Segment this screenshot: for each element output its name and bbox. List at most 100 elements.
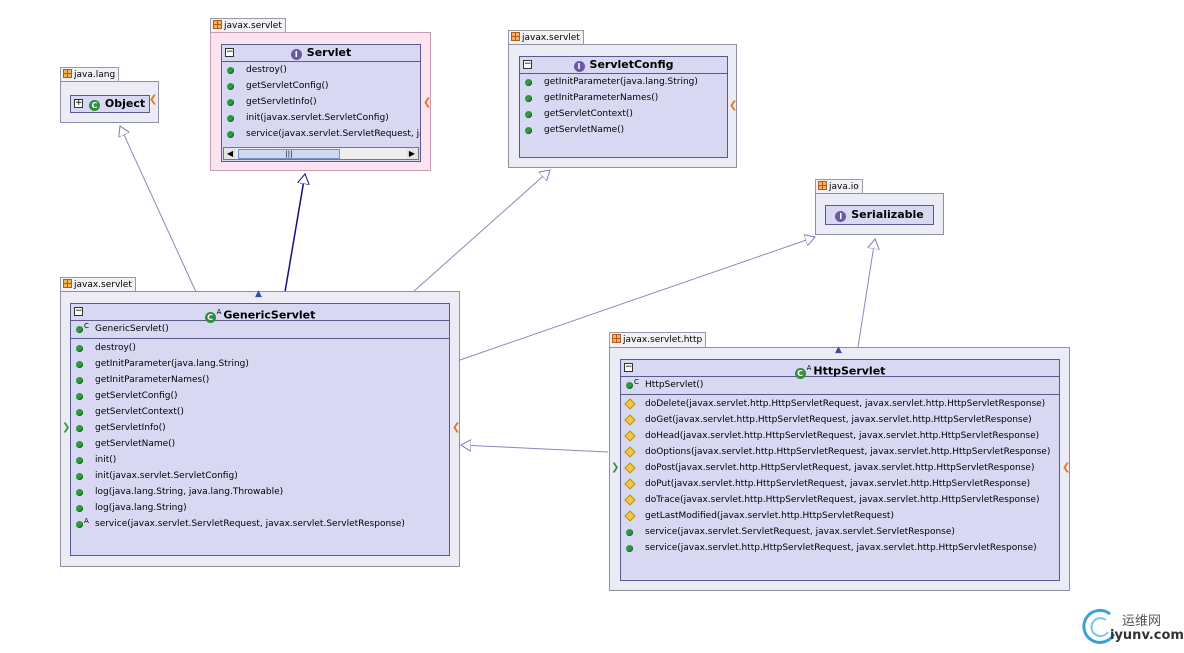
method-item[interactable]: destroy(): [222, 62, 420, 78]
method-item[interactable]: getInitParameter(java.lang.String): [71, 356, 449, 372]
collapse-toggle[interactable]: −: [624, 362, 633, 372]
section-divider: [621, 394, 1059, 395]
public-method-icon: [76, 409, 83, 416]
scroll-right-icon[interactable]: ▶: [406, 148, 418, 159]
method-item[interactable]: getServletName(): [71, 436, 449, 452]
method-item[interactable]: doTrace(javax.servlet.http.HttpServletRe…: [621, 492, 1059, 508]
method-item[interactable]: getInitParameterNames(): [71, 372, 449, 388]
generic-to-object-edge: [120, 126, 197, 293]
method-item[interactable]: getServletName(): [520, 122, 727, 138]
public-method-icon: [76, 393, 83, 400]
class-object[interactable]: + C Object: [70, 95, 150, 113]
public-method-icon: [76, 326, 83, 333]
interface-name: Servlet: [306, 46, 352, 59]
member-list: destroy() getServletConfig() getServletI…: [222, 62, 420, 142]
package-icon: [63, 279, 72, 288]
collapse-toggle[interactable]: −: [523, 59, 532, 69]
package-label: javax.servlet: [522, 33, 580, 43]
interface-name: Serializable: [851, 208, 924, 221]
package-tab[interactable]: javax.servlet: [210, 18, 286, 33]
method-item[interactable]: doDelete(javax.servlet.http.HttpServletR…: [621, 396, 1059, 412]
method-item[interactable]: getInitParameter(java.lang.String): [520, 74, 727, 90]
method-item[interactable]: service(javax.servlet.ServletRequest, ja…: [621, 524, 1059, 540]
method-item[interactable]: doGet(javax.servlet.http.HttpServletRequ…: [621, 412, 1059, 428]
http-to-serializable-edge: [857, 239, 875, 348]
method-item[interactable]: doPost(javax.servlet.http.HttpServletReq…: [621, 460, 1059, 476]
public-method-icon: [626, 382, 633, 389]
public-method-icon: [76, 505, 83, 512]
expand-toggle[interactable]: +: [74, 98, 83, 108]
package-icon: [612, 334, 621, 343]
method-item[interactable]: init(javax.servlet.ServletConfig): [71, 468, 449, 484]
collapse-toggle[interactable]: −: [74, 306, 83, 316]
method-item[interactable]: doHead(javax.servlet.http.HttpServletReq…: [621, 428, 1059, 444]
method-item[interactable]: doOptions(javax.servlet.http.HttpServlet…: [621, 444, 1059, 460]
public-method-icon: [76, 473, 83, 480]
package-label: javax.servlet: [74, 280, 132, 290]
method-item[interactable]: getServletConfig(): [222, 78, 420, 94]
method-item[interactable]: doPut(javax.servlet.http.HttpServletRequ…: [621, 476, 1059, 492]
method-item[interactable]: getLastModified(javax.servlet.http.HttpS…: [621, 508, 1059, 524]
scroll-thumb[interactable]: |||: [238, 149, 340, 159]
public-method-icon: [626, 529, 633, 536]
method-item[interactable]: service(javax.servlet.ServletRequest, ja…: [222, 126, 420, 142]
class-name: Object: [104, 97, 146, 110]
public-method-icon: [76, 457, 83, 464]
method-item[interactable]: destroy(): [71, 340, 449, 356]
public-method-icon: [525, 95, 532, 102]
method-item[interactable]: init(javax.servlet.ServletConfig): [222, 110, 420, 126]
scroll-left-icon[interactable]: ◀: [224, 148, 236, 159]
watermark: 运维网 iyunv.com: [1080, 606, 1184, 646]
protected-method-icon: [624, 430, 636, 442]
public-method-icon: [76, 345, 83, 352]
method-item[interactable]: init(): [71, 452, 449, 468]
expand-left-icon[interactable]: ❯: [611, 462, 620, 473]
method-item[interactable]: log(java.lang.String, java.lang.Throwabl…: [71, 484, 449, 500]
expand-left-icon[interactable]: ❯: [62, 422, 71, 433]
package-tab[interactable]: java.lang: [60, 67, 120, 82]
package-tab[interactable]: java.io: [815, 179, 863, 194]
method-item[interactable]: getServletInfo(): [222, 94, 420, 110]
protected-method-icon: [624, 414, 636, 426]
public-method-icon: [626, 545, 633, 552]
method-item[interactable]: getServletContext(): [520, 106, 727, 122]
collapsed-indicator-icon: ❮: [452, 422, 461, 433]
protected-method-icon: [624, 462, 636, 474]
package-icon: [818, 181, 827, 190]
public-method-icon: [76, 489, 83, 496]
package-tab[interactable]: javax.servlet: [508, 30, 584, 45]
package-label: java.lang: [74, 70, 116, 80]
method-item[interactable]: getServletConfig(): [71, 388, 449, 404]
collapse-toggle[interactable]: −: [225, 47, 234, 57]
public-method-icon: [76, 441, 83, 448]
package-tab[interactable]: javax.servlet.http: [609, 332, 707, 347]
method-item[interactable]: getInitParameterNames(): [520, 90, 727, 106]
package-tab[interactable]: javax.servlet: [60, 277, 136, 292]
generic-to-servlet-edge: [284, 174, 305, 293]
package-icon: [213, 20, 222, 29]
protected-method-icon: [624, 398, 636, 410]
method-item[interactable]: getServletInfo(): [71, 420, 449, 436]
public-method-icon: [227, 83, 234, 90]
horizontal-scrollbar[interactable]: ◀ ||| ▶: [223, 147, 419, 160]
method-item[interactable]: service(javax.servlet.http.HttpServletRe…: [621, 540, 1059, 556]
public-method-icon: [76, 361, 83, 368]
generic-to-servletconfig-edge: [412, 170, 550, 293]
method-item[interactable]: log(java.lang.String): [71, 500, 449, 516]
method-item[interactable]: getServletContext(): [71, 404, 449, 420]
class-icon: C: [88, 100, 100, 111]
package-icon: [511, 32, 520, 41]
watermark-url: iyunv.com: [1110, 628, 1184, 643]
